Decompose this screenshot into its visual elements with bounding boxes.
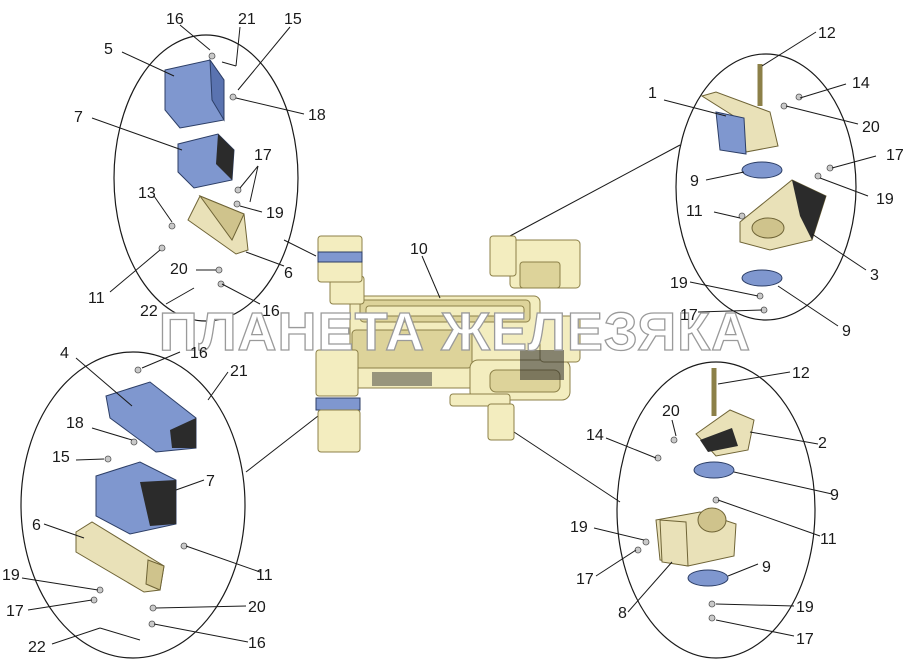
group-oval-bottom-right xyxy=(616,361,816,659)
callout-tr-11: 11 xyxy=(686,203,703,220)
callout-bl-16a: 16 xyxy=(190,345,208,362)
callout-tl-11: 11 xyxy=(88,290,105,307)
callout-br-8: 8 xyxy=(618,605,627,622)
part-5-bracket xyxy=(164,58,225,129)
callout-tl-16a: 16 xyxy=(166,11,184,28)
callout-bl-17: 17 xyxy=(6,603,24,620)
callout-tr-19b: 19 xyxy=(670,275,688,292)
callout-bl-22: 22 xyxy=(28,639,46,656)
callout-tr-9b: 9 xyxy=(842,323,851,340)
callout-tr-9a: 9 xyxy=(690,173,699,190)
callout-bl-4: 4 xyxy=(60,345,69,362)
callout-br-14: 14 xyxy=(586,427,604,444)
callouts-bottom-left: 4 16 21 18 15 7 6 11 19 17 20 16 22 xyxy=(2,345,273,656)
callout-bl-18: 18 xyxy=(66,415,84,432)
part-9-washer-br-top xyxy=(693,461,735,479)
callout-tl-15: 15 xyxy=(284,11,302,28)
callouts-bottom-right: 12 20 14 2 9 11 19 17 9 8 19 17 xyxy=(570,365,839,648)
watermark-text: ПЛАНЕТА ЖЕЛЕЗЯКА xyxy=(159,302,751,362)
callout-tr-17b: 17 xyxy=(680,307,698,324)
callout-br-2: 2 xyxy=(818,435,827,452)
group-oval-bottom-left xyxy=(20,351,246,659)
part-6-plate xyxy=(75,521,165,593)
callout-br-9b: 9 xyxy=(762,559,771,576)
part-9-washer-bottom xyxy=(741,269,783,287)
callout-tr-3: 3 xyxy=(870,267,879,284)
part-4-bracket xyxy=(105,381,197,453)
part-7-cushion-lower xyxy=(95,461,177,535)
callout-tl-6: 6 xyxy=(284,265,293,282)
connector-bottom-left xyxy=(245,415,319,473)
callout-tr-20: 20 xyxy=(862,119,880,136)
callout-tl-7: 7 xyxy=(74,109,83,126)
group-oval-top-left xyxy=(113,34,299,322)
part-6-bracket xyxy=(187,194,249,255)
callout-br-20: 20 xyxy=(662,403,680,420)
callout-bl-20: 20 xyxy=(248,599,266,616)
part-7-cushion xyxy=(177,133,235,189)
callout-tl-13: 13 xyxy=(138,185,156,202)
callout-br-9a: 9 xyxy=(830,487,839,504)
connector-top-left xyxy=(283,239,317,257)
callout-br-19a: 19 xyxy=(570,519,588,536)
callout-tr-14: 14 xyxy=(852,75,870,92)
part-9-washer-top xyxy=(741,161,783,179)
callout-bl-16b: 16 xyxy=(248,635,266,652)
callout-bl-19: 19 xyxy=(2,567,20,584)
callout-bl-15: 15 xyxy=(52,449,70,466)
callout-tl-16b: 16 xyxy=(262,303,280,320)
callout-tr-19a: 19 xyxy=(876,191,894,208)
callout-tl-17: 17 xyxy=(254,147,272,164)
callout-tl-22: 22 xyxy=(140,303,158,320)
callout-tl-5: 5 xyxy=(104,41,113,58)
callouts-top-left: 16 21 15 5 18 7 17 13 19 11 20 6 16 22 xyxy=(74,11,326,320)
part-2-bracket xyxy=(695,409,755,457)
callout-tl-18: 18 xyxy=(308,107,326,124)
part-8-support xyxy=(655,507,737,567)
callout-bl-11: 11 xyxy=(256,567,273,584)
part-1-bracket xyxy=(700,91,779,155)
group-oval-top-right xyxy=(675,53,857,321)
callout-tr-1: 1 xyxy=(648,85,657,102)
callout-tr-12: 12 xyxy=(818,25,836,42)
part-3-support xyxy=(739,179,827,251)
callout-tl-21: 21 xyxy=(238,11,256,28)
callout-tl-20: 20 xyxy=(170,261,188,278)
callout-br-17a: 17 xyxy=(576,571,594,588)
callout-tr-17a: 17 xyxy=(886,147,904,164)
callout-bl-7: 7 xyxy=(206,473,215,490)
callout-br-19b: 19 xyxy=(796,599,814,616)
connector-top-right xyxy=(509,144,681,237)
callout-bl-6: 6 xyxy=(32,517,41,534)
connector-bottom-right xyxy=(513,431,621,503)
part-9-washer-br-bottom xyxy=(687,569,729,587)
leader-lines xyxy=(21,24,877,645)
callout-c-10: 10 xyxy=(410,241,428,258)
callout-tl-19: 19 xyxy=(266,205,284,222)
engine-assembly xyxy=(315,235,581,453)
callout-br-11: 11 xyxy=(820,531,837,548)
callouts-top-right: 12 1 14 20 9 17 19 11 3 19 17 9 xyxy=(648,25,904,340)
callout-br-12: 12 xyxy=(792,365,810,382)
callout-bl-21: 21 xyxy=(230,363,248,380)
callouts-center: 10 xyxy=(410,241,428,258)
callout-br-17b: 17 xyxy=(796,631,814,648)
